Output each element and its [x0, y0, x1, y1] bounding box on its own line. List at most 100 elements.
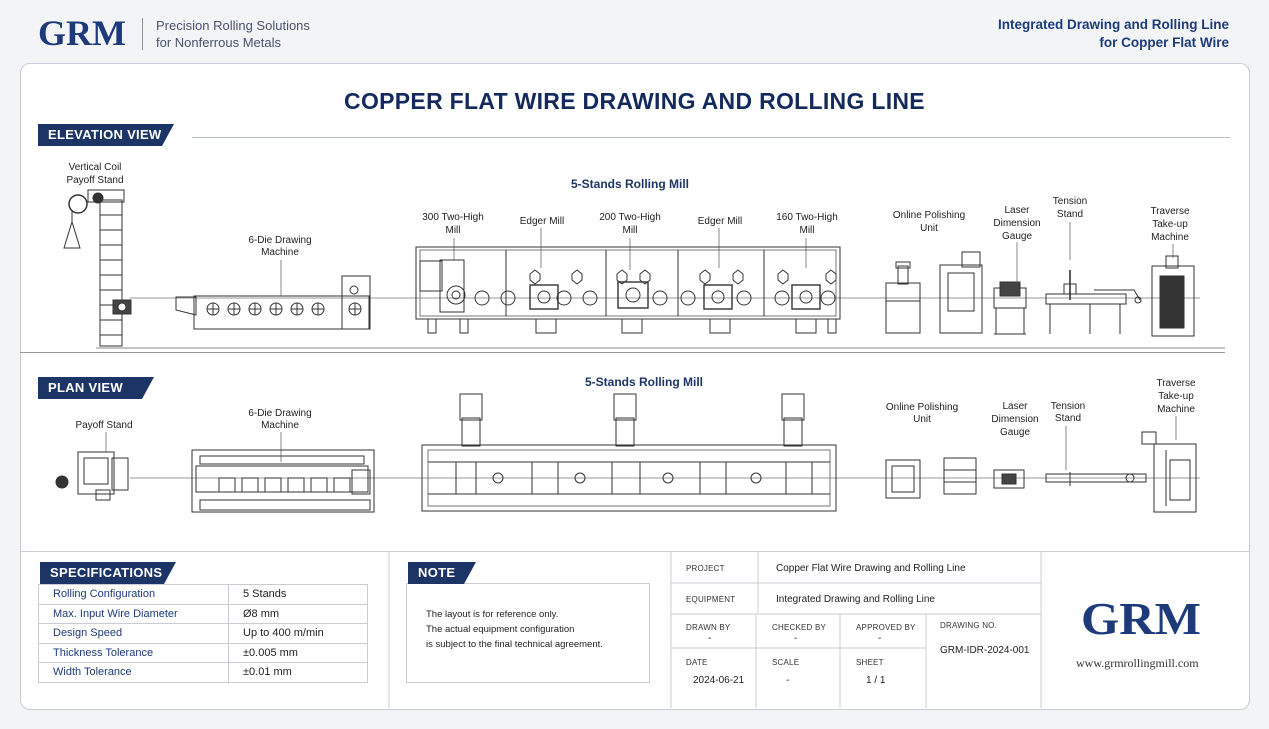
elev-polish-label-2: Unit	[920, 223, 938, 234]
title-block-logo: GRM	[1081, 596, 1201, 638]
elev-polish-label-1: Online Polishing	[892, 210, 966, 221]
plan-polish-label-1: Online Polishing	[885, 402, 959, 413]
website-url[interactable]: www.grmrollingmill.com	[1076, 656, 1199, 670]
plan-takeup-machine	[1141, 431, 1197, 513]
plan-separator	[20, 352, 1225, 353]
elev-payoff-label-1: Vertical Coil	[68, 162, 122, 173]
spec-key: Width Tolerance	[38, 662, 229, 683]
elev-drawing-machine	[175, 275, 371, 330]
elevation-view-tab: ELEVATION VIEW	[38, 124, 174, 146]
tb-date-key: DATE	[686, 658, 708, 667]
header-tagline-2: for Nonferrous Metals	[156, 35, 281, 50]
elev-payoff-stand	[63, 189, 132, 347]
spec-key: Design Speed	[38, 623, 229, 644]
page-title: COPPER FLAT WIRE DRAWING AND ROLLING LIN…	[344, 88, 925, 114]
plan-polishing-unit	[885, 457, 977, 499]
tb-checked-key: CHECKED BY	[772, 623, 827, 632]
elev-takeup-label-3: Machine	[1151, 232, 1189, 243]
note-line-1: The layout is for reference only.	[426, 609, 559, 620]
tb-drawn-key: DRAWN BY	[686, 623, 731, 632]
spec-value: Up to 400 m/min	[228, 623, 368, 644]
plan-tension-stand	[1045, 472, 1147, 486]
plan-payoff-label: Payoff Stand	[75, 420, 133, 431]
note-line-3: is subject to the final technical agreem…	[426, 639, 603, 650]
tb-equipment-key: EQUIPMENT	[686, 595, 736, 604]
tb-project-key: PROJECT	[686, 564, 725, 573]
elev-polishing-unit	[885, 251, 983, 334]
tb-sheet-value: 1 / 1	[866, 675, 886, 686]
plan-tension-label-1: Tension	[1050, 401, 1086, 412]
plan-polish-label-2: Unit	[913, 414, 931, 425]
tb-drawingno-key: DRAWING NO.	[940, 621, 998, 630]
plan-payoff-stand	[55, 451, 129, 501]
plan-drawing-label-2: Machine	[261, 420, 299, 431]
elev-drawing-label-2: Machine	[261, 247, 299, 258]
elev-m160-label-2: Mill	[799, 225, 815, 236]
title-block-logo-text: GRM	[1081, 596, 1201, 638]
plan-view-tab: PLAN VIEW	[38, 377, 154, 399]
specifications-tab: SPECIFICATIONS	[40, 562, 176, 584]
tb-project-value: Copper Flat Wire Drawing and Rolling Lin…	[776, 563, 966, 574]
elev-tension-stand	[1045, 270, 1142, 334]
elev-edger1-label: Edger Mill	[519, 216, 565, 227]
tb-scale-key: SCALE	[772, 658, 800, 667]
bottom-separator	[20, 551, 1250, 552]
elev-m300-label-2: Mill	[445, 225, 461, 236]
elev-takeup-machine	[1151, 255, 1195, 337]
tb-checked-value: -	[794, 633, 798, 644]
tb-approved-value: -	[878, 633, 882, 644]
tb-scale-value: -	[786, 675, 790, 686]
note-line-2: The actual equipment configuration	[426, 624, 575, 635]
plan-takeup-label-2: Take-up	[1158, 391, 1194, 402]
plan-laser-label-2: Dimension	[991, 414, 1039, 425]
elev-laser-gauge	[993, 281, 1027, 335]
tb-approved-key: APPROVED BY	[856, 623, 916, 632]
header-tagline-1: Precision Rolling Solutions	[156, 18, 310, 33]
plan-mill-title: 5-Stands Rolling Mill	[584, 375, 703, 389]
tb-drawingno-value: GRM-IDR-2024-001	[940, 645, 1030, 656]
elev-tension-label-2: Stand	[1056, 209, 1084, 220]
elevation-rule	[192, 137, 1230, 138]
elev-m200-label-2: Mill	[622, 225, 638, 236]
tb-equipment-value: Integrated Drawing and Rolling Line	[776, 594, 935, 605]
header-right-1: Integrated Drawing and Rolling Line	[997, 17, 1229, 32]
elev-laser-label-3: Gauge	[1001, 231, 1033, 242]
elev-payoff-label-2: Payoff Stand	[66, 175, 124, 186]
plan-drawing-machine	[191, 449, 375, 513]
tb-date-value: 2024-06-21	[693, 675, 745, 686]
plan-laser-label-1: Laser	[1002, 401, 1028, 412]
plan-rolling-mill	[421, 393, 837, 512]
elev-laser-label-2: Dimension	[993, 218, 1041, 229]
table-row: Width Tolerance±0.01 mm	[38, 662, 368, 683]
leader-lines	[105, 222, 1177, 470]
spec-value: ±0.01 mm	[228, 662, 368, 683]
plan-laser-label-3: Gauge	[999, 427, 1031, 438]
tb-sheet-key: SHEET	[856, 658, 884, 667]
header-logo-text: GRM	[38, 16, 126, 48]
elev-drawing-label-1: 6-Die Drawing	[248, 235, 312, 246]
elev-tension-label-1: Tension	[1052, 196, 1088, 207]
elev-rolling-mill	[415, 246, 841, 334]
elev-m300-label-1: 300 Two-High	[422, 212, 484, 223]
elev-mill-title: 5-Stands Rolling Mill	[570, 177, 689, 191]
header-divider	[142, 18, 143, 50]
plan-laser-gauge	[993, 469, 1025, 489]
plan-tension-label-2: Stand	[1054, 413, 1082, 424]
elev-m200-label-1: 200 Two-High	[599, 212, 661, 223]
header-logo: GRM	[38, 16, 126, 48]
header-right-2: for Copper Flat Wire	[1099, 35, 1229, 50]
elev-takeup-label-2: Take-up	[1152, 219, 1188, 230]
note-tab: NOTE	[408, 562, 476, 584]
elev-m160-label-1: 160 Two-High	[776, 212, 838, 223]
elev-edger2-label: Edger Mill	[697, 216, 743, 227]
tb-drawn-value: -	[708, 633, 712, 644]
elev-takeup-label-1: Traverse	[1150, 206, 1190, 217]
plan-takeup-label-1: Traverse	[1156, 378, 1196, 389]
elev-laser-label-1: Laser	[1004, 205, 1030, 216]
table-row: Thickness Tolerance±0.005 mm	[38, 642, 368, 663]
